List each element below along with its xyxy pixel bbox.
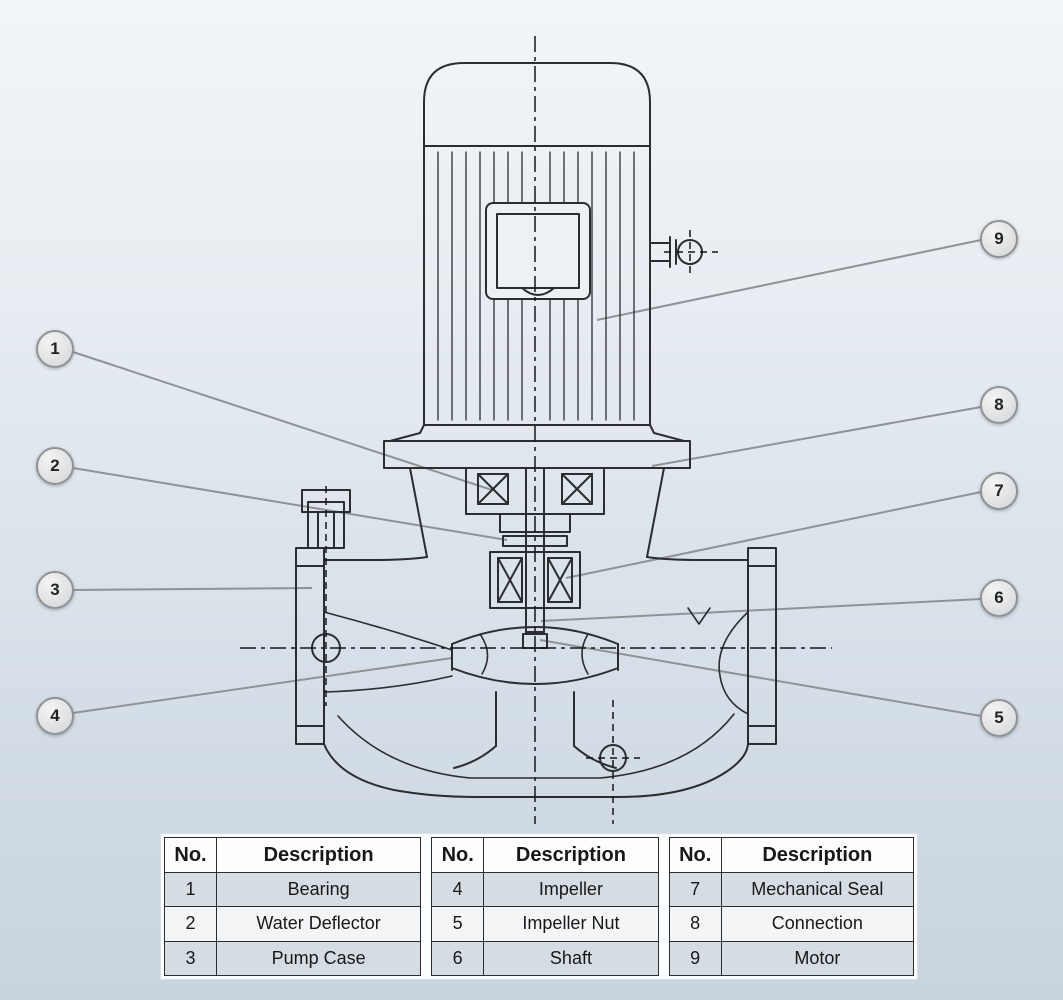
callout-badge-4: 4: [36, 697, 74, 735]
callout-badge-3: 3: [36, 571, 74, 609]
leader-line-6: [540, 598, 982, 622]
part-description-cell: Motor: [720, 940, 915, 977]
motor-fins: [437, 151, 635, 421]
callout-badge-8: 8: [980, 386, 1018, 424]
part-no-cell: 6: [431, 940, 485, 977]
part-description-cell: Bearing: [215, 871, 422, 908]
table-header-row: No. Description: [431, 837, 659, 873]
part-description-cell: Shaft: [483, 940, 659, 977]
part-no-cell: 7: [668, 871, 722, 908]
col-header-no: No.: [668, 837, 722, 873]
leader-line-7: [565, 491, 982, 579]
lantern-right: [646, 467, 665, 558]
table-row: 6 Shaft: [431, 940, 659, 977]
part-description-cell: Water Deflector: [215, 906, 422, 942]
bearing-left: [477, 473, 509, 505]
motor-body: [423, 145, 651, 426]
part-no-cell: 8: [668, 906, 722, 942]
centerlines: [240, 36, 832, 824]
parts-table-1: No. Description 1 Bearing 2 Water Deflec…: [164, 837, 422, 977]
table-row: 3 Pump Case: [164, 940, 422, 977]
leader-lines: [72, 239, 982, 717]
part-no-cell: 9: [668, 940, 722, 977]
parts-tables-panel: No. Description 1 Bearing 2 Water Deflec…: [160, 833, 918, 980]
part-description-cell: Impeller: [483, 871, 659, 908]
part-no-cell: 2: [164, 906, 217, 942]
motor-terminal-box: [485, 202, 591, 300]
pump-case: [295, 547, 777, 798]
leader-line-3: [72, 587, 313, 591]
table-row: 4 Impeller: [431, 871, 659, 908]
pump-outline: [295, 62, 777, 798]
parts-table-2: No. Description 4 Impeller 5 Impeller Nu…: [431, 837, 659, 977]
col-header-description: Description: [215, 837, 422, 873]
part-no-cell: 4: [431, 871, 485, 908]
callout-badge-9: 9: [980, 220, 1018, 258]
table-row: 5 Impeller Nut: [431, 906, 659, 942]
part-no-cell: 1: [164, 871, 217, 908]
table-row: 1 Bearing: [164, 871, 422, 908]
part-description-cell: Mechanical Seal: [720, 871, 915, 908]
callout-badge-2: 2: [36, 447, 74, 485]
motor-base-right: [649, 424, 685, 442]
table-row: 9 Motor: [668, 940, 915, 977]
col-header-description: Description: [483, 837, 659, 873]
table-header-row: No. Description: [668, 837, 915, 873]
part-description-cell: Pump Case: [215, 940, 422, 977]
callout-badge-7: 7: [980, 472, 1018, 510]
terminal-box-inner: [496, 213, 580, 289]
terminal-box-gland: [521, 287, 555, 296]
part-description-cell: Impeller Nut: [483, 906, 659, 942]
part-description-cell: Connection: [720, 906, 915, 942]
table-row: 2 Water Deflector: [164, 906, 422, 942]
motor-top-cap: [423, 62, 651, 147]
callout-badge-1: 1: [36, 330, 74, 368]
leader-line-5: [539, 639, 982, 717]
leader-line-8: [651, 406, 982, 467]
parts-table-3: No. Description 7 Mechanical Seal 8 Conn…: [668, 837, 915, 977]
lantern-left: [409, 467, 428, 558]
table-row: 7 Mechanical Seal: [668, 871, 915, 908]
impeller: [451, 626, 619, 685]
part-no-cell: 3: [164, 940, 217, 977]
part-no-cell: 5: [431, 906, 485, 942]
table-header-row: No. Description: [164, 837, 422, 873]
shaft: [525, 467, 545, 633]
leader-line-1: [72, 351, 493, 491]
callout-badge-5: 5: [980, 699, 1018, 737]
col-header-no: No.: [164, 837, 217, 873]
bearing-right: [561, 473, 593, 505]
callout-badge-6: 6: [980, 579, 1018, 617]
connection-flange: [383, 440, 691, 469]
col-header-no: No.: [431, 837, 485, 873]
suction-channel: [453, 691, 617, 769]
col-header-description: Description: [720, 837, 915, 873]
leader-line-2: [72, 467, 508, 541]
leader-line-4: [72, 657, 453, 714]
table-row: 8 Connection: [668, 906, 915, 942]
leader-line-9: [596, 239, 982, 321]
motor-base-left: [389, 424, 425, 442]
